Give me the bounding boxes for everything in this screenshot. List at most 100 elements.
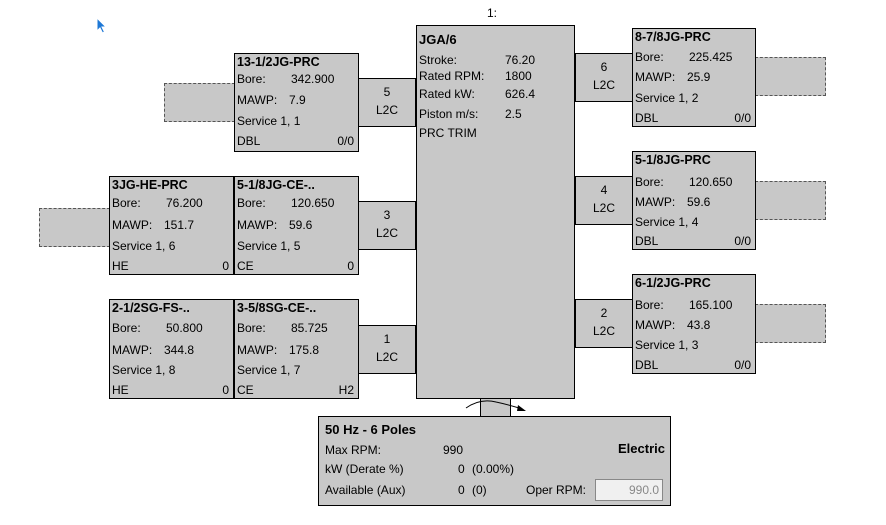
bore-value: 342.900 xyxy=(291,72,335,86)
throw-type: L2C xyxy=(375,226,398,240)
frame-rated-kw-label: Rated kW: xyxy=(419,87,475,101)
driver-box[interactable]: 50 Hz - 6 Poles Electric Max RPM: 990 kW… xyxy=(318,416,671,506)
frame-box[interactable]: JGA/6 Stroke: 76.20 Rated RPM: 1800 Rate… xyxy=(416,25,575,399)
pockets-value: 0/0 xyxy=(734,111,751,125)
pockets-value: 0/0 xyxy=(734,358,751,372)
bore-label: Bore: xyxy=(237,196,266,210)
frame-rated-rpm-label: Rated RPM: xyxy=(419,69,485,83)
mawp-value: 344.8 xyxy=(164,343,195,357)
throw-type: L2C xyxy=(375,103,398,117)
service-label: Service 1, 2 xyxy=(635,91,699,105)
available-aux-label: Available (Aux) xyxy=(325,483,406,497)
cylinder-title: 2-1/2SG-FS-.. xyxy=(112,301,190,315)
mawp-value: 43.8 xyxy=(687,318,711,332)
cylinder-3-5-8sg-ce[interactable]: 3-5/8SG-CE-.. Bore:85.725 MAWP:175.8 Ser… xyxy=(234,299,359,399)
empty-cylinder-slot-right-top[interactable] xyxy=(755,57,826,96)
throw-number: 3 xyxy=(383,208,391,222)
frame-stroke-value: 76.20 xyxy=(505,53,536,67)
empty-cylinder-slot-left-top[interactable] xyxy=(164,83,235,122)
frame-piston-speed-label: Piston m/s: xyxy=(419,107,479,121)
cylinder-title: 8-7/8JG-PRC xyxy=(635,30,711,44)
cylinder-8-7-8jg-prc[interactable]: 8-7/8JG-PRC Bore:225.425 MAWP:25.9 Servi… xyxy=(632,28,756,127)
pockets-value: 0/0 xyxy=(734,234,751,248)
throw-6[interactable]: 6 L2C xyxy=(575,53,633,102)
cylinder-title: 5-1/8JG-CE-.. xyxy=(237,178,315,192)
mouse-cursor-icon xyxy=(96,17,108,34)
bore-label: Bore: xyxy=(112,321,141,335)
mawp-label: MAWP: xyxy=(237,93,278,107)
mawp-value: 151.7 xyxy=(164,218,195,232)
service-label: Service 1, 8 xyxy=(112,363,176,377)
throw-number: 1 xyxy=(383,332,391,346)
frame-title: JGA/6 xyxy=(419,32,457,47)
service-label: Service 1, 4 xyxy=(635,215,699,229)
available-aux-value: (0) xyxy=(472,483,487,497)
service-label: Service 1, 3 xyxy=(635,338,699,352)
cylinder-title: 3-5/8SG-CE-.. xyxy=(237,301,317,315)
max-rpm-value: 990 xyxy=(443,443,464,457)
frame-trim-label: PRC TRIM xyxy=(419,126,477,140)
mawp-value: 59.6 xyxy=(289,218,313,232)
cylinder-5-1-8jg-ce[interactable]: 5-1/8JG-CE-.. Bore: 120.650 MAWP: 59.6 Ser… xyxy=(234,176,359,275)
service-label: Service 1, 5 xyxy=(237,239,301,253)
empty-cylinder-slot-left-mid[interactable] xyxy=(39,208,110,247)
action-label: DBL xyxy=(237,134,261,148)
oper-rpm-field[interactable] xyxy=(595,479,663,501)
throw-number: 6 xyxy=(600,60,608,74)
max-rpm-label: Max RPM: xyxy=(325,443,382,457)
empty-cylinder-slot-right-mid[interactable] xyxy=(755,181,826,220)
pockets-value: 0 xyxy=(347,259,354,273)
cylinder-5-1-8jg-prc[interactable]: 5-1/8JG-PRC Bore:120.650 MAWP:59.6 Servi… xyxy=(632,151,756,250)
cylinder-title: 6-1/2JG-PRC xyxy=(635,276,711,290)
action-label: HE xyxy=(112,383,129,397)
throw-type: L2C xyxy=(375,350,398,364)
throw-number: 5 xyxy=(383,85,391,99)
action-label: HE xyxy=(112,259,129,273)
driver-type: Electric xyxy=(618,441,665,456)
action-label: CE xyxy=(237,383,254,397)
bore-value: 165.100 xyxy=(689,298,733,312)
mawp-value: 25.9 xyxy=(687,70,711,84)
frame-rated-rpm-value: 1800 xyxy=(505,69,532,83)
cylinder-title: 5-1/8JG-PRC xyxy=(635,153,711,167)
bore-value: 120.650 xyxy=(291,196,335,210)
throw-2[interactable]: 2 L2C xyxy=(575,299,633,348)
service-label: Service 1, 6 xyxy=(112,239,176,253)
cylinder-title: 3JG-HE-PRC xyxy=(112,178,188,192)
cylinder-13-1-2jg-prc[interactable]: 13-1/2JG-PRC Bore:342.900 MAWP:7.9 Servi… xyxy=(234,53,359,152)
frame-piston-speed-value: 2.5 xyxy=(505,107,522,121)
mawp-label: MAWP: xyxy=(635,318,676,332)
available-value: 0 xyxy=(458,483,465,497)
bore-label: Bore: xyxy=(237,72,266,86)
mawp-label: MAWP: xyxy=(237,343,278,357)
throw-4[interactable]: 4 L2C xyxy=(575,176,633,225)
empty-cylinder-slot-right-bot[interactable] xyxy=(755,304,826,343)
mawp-label: MAWP: xyxy=(237,218,278,232)
throw-number: 2 xyxy=(600,306,608,320)
kw-value: 0 xyxy=(458,462,465,476)
throw-5[interactable]: 5 L2C xyxy=(358,78,416,127)
action-label: DBL xyxy=(635,358,659,372)
frame-rated-kw-value: 626.4 xyxy=(505,87,536,101)
action-label: DBL xyxy=(635,234,659,248)
throw-3[interactable]: 3 L2C xyxy=(358,201,416,250)
mawp-value: 7.9 xyxy=(289,93,306,107)
throw-1[interactable]: 1 L2C xyxy=(358,325,416,374)
mawp-label: MAWP: xyxy=(635,195,676,209)
throw-type: L2C xyxy=(592,78,615,92)
mawp-value: 59.6 xyxy=(687,195,711,209)
mawp-label: MAWP: xyxy=(635,70,676,84)
service-label: Service 1, 1 xyxy=(237,114,301,128)
pockets-value: 0 xyxy=(222,383,229,397)
bore-value: 85.725 xyxy=(291,321,328,335)
rotation-arrow-icon xyxy=(465,400,526,411)
bore-label: Bore: xyxy=(237,321,266,335)
bore-value: 50.800 xyxy=(166,321,203,335)
cylinder-3jg-he-prc[interactable]: 3JG-HE-PRC Bore:76.200 MAWP:151.7 Servic… xyxy=(109,176,234,275)
cylinder-6-1-2jg-prc[interactable]: 6-1/2JG-PRC Bore:165.100 MAWP:43.8 Servi… xyxy=(632,274,756,374)
throw-type: L2C xyxy=(592,201,615,215)
cylinder-2-1-2sg-fs[interactable]: 2-1/2SG-FS-.. Bore: 50.800 MAWP: 344.8 Ser… xyxy=(109,299,234,399)
mawp-label: MAWP: xyxy=(112,343,153,357)
oper-rpm-label: Oper RPM: xyxy=(526,483,587,497)
throw-number: 4 xyxy=(600,183,608,197)
